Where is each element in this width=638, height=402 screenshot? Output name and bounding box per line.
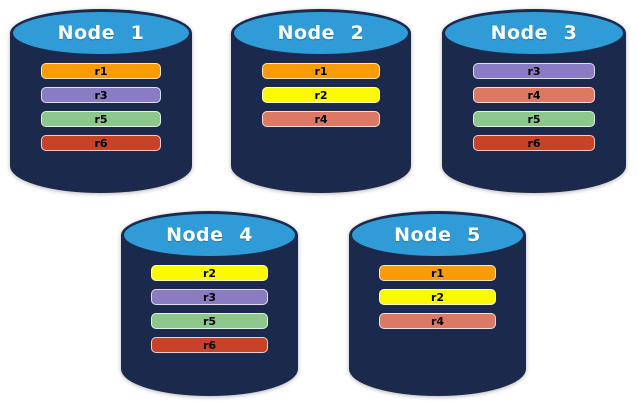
replica-bar: r3: [151, 289, 268, 305]
replica-bar: r5: [473, 111, 595, 127]
database-node-4: Node 4 r2 r3 r5 r6: [121, 211, 298, 396]
database-cylinder-top: Node 2: [231, 9, 411, 57]
replica-bar: r5: [40, 111, 162, 127]
database-cylinder-top: Node 3: [442, 9, 626, 57]
database-node-2: Node 2 r1 r2 r4: [231, 9, 411, 193]
replica-bar: r3: [473, 63, 595, 79]
replica-bar: r3: [40, 87, 162, 103]
node-title: Node 2: [277, 22, 365, 44]
replica-bar: r1: [40, 63, 162, 79]
replica-bar: r4: [473, 87, 595, 103]
node-title: Node 4: [166, 224, 253, 246]
database-cylinder-top: Node 5: [349, 211, 526, 259]
database-node-5: Node 5 r1 r2 r4: [349, 211, 526, 396]
replica-bar: r6: [40, 135, 162, 151]
replica-bar: r1: [379, 265, 496, 281]
replica-list: r1 r2 r4: [231, 63, 411, 127]
replica-bar: r5: [151, 313, 268, 329]
database-cylinder-top: Node 1: [10, 9, 192, 57]
replica-bar: r2: [261, 87, 381, 103]
database-node-3: Node 3 r3 r4 r5 r6: [442, 9, 626, 193]
database-cylinder-top: Node 4: [121, 211, 298, 259]
replica-bar: r6: [473, 135, 595, 151]
replica-bar: r2: [151, 265, 268, 281]
replica-bar: r1: [261, 63, 381, 79]
replica-list: r1 r3 r5 r6: [10, 63, 192, 151]
replica-list: r2 r3 r5 r6: [121, 265, 298, 353]
node-title: Node 5: [394, 224, 481, 246]
replica-bar: r6: [151, 337, 268, 353]
replica-bar: r2: [379, 289, 496, 305]
replica-bar: r4: [261, 111, 381, 127]
database-node-1: Node 1 r1 r3 r5 r6: [10, 9, 192, 193]
replica-bar: r4: [379, 313, 496, 329]
node-title: Node 1: [57, 22, 145, 44]
replica-list: r3 r4 r5 r6: [442, 63, 626, 151]
node-title: Node 3: [490, 22, 578, 44]
replica-list: r1 r2 r4: [349, 265, 526, 329]
